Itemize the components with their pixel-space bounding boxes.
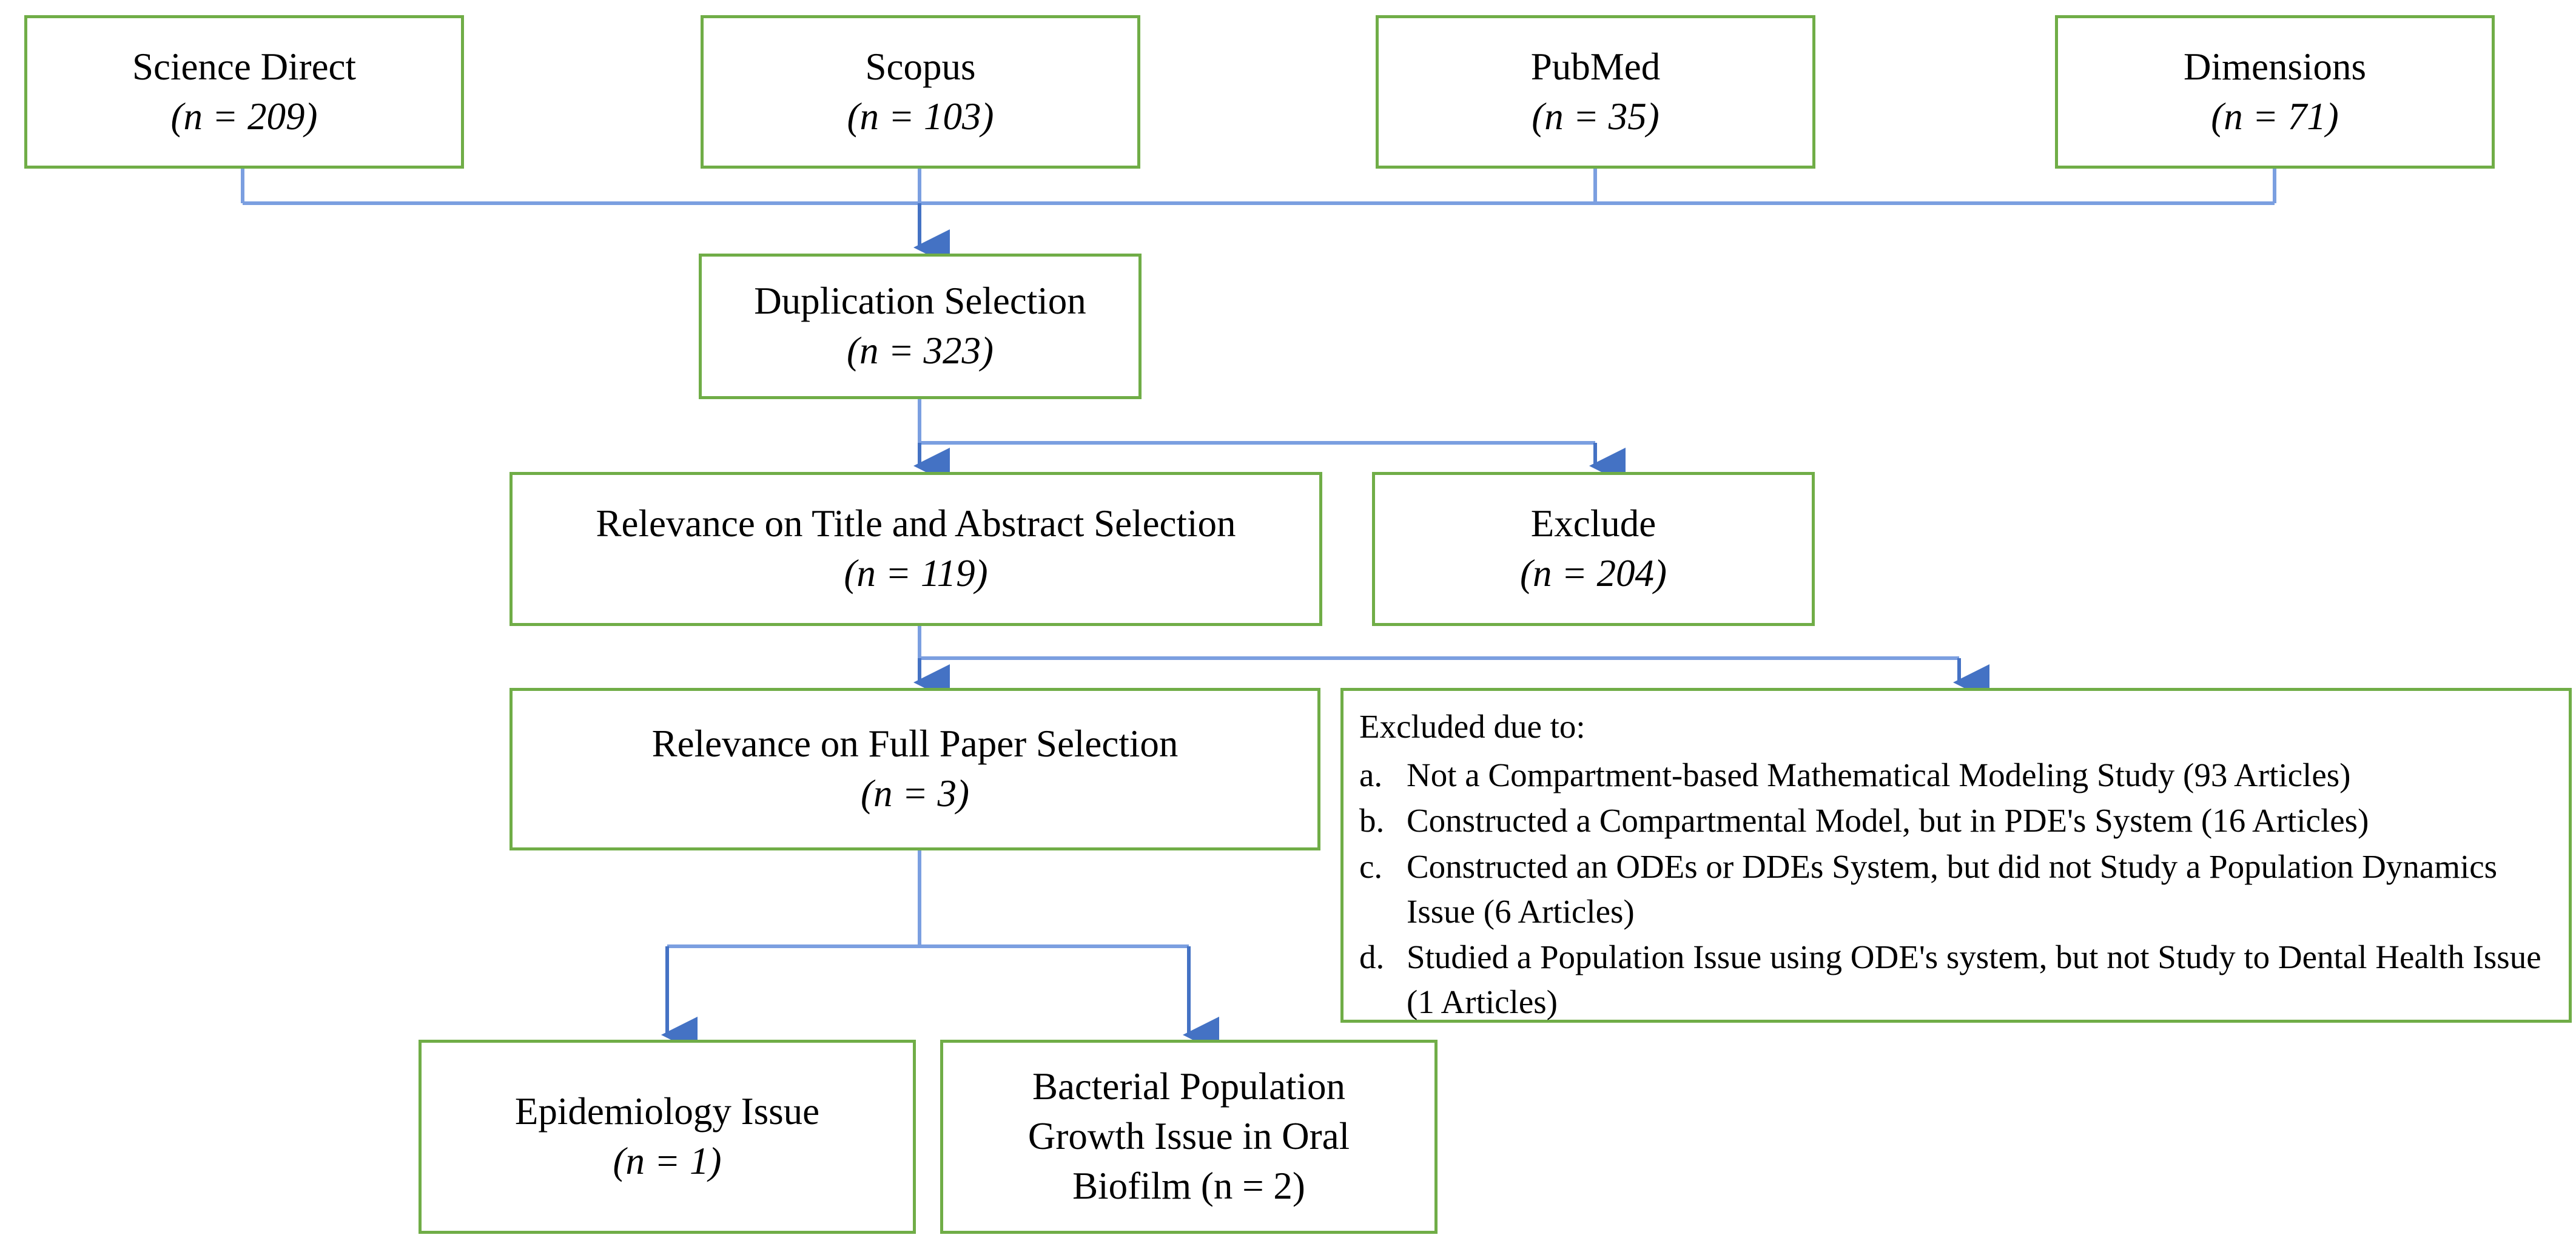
excluded-reason-marker-c: c. bbox=[1359, 848, 1383, 886]
excluded-reason-item: c. Constructed an ODEs or DDEs System, b… bbox=[1359, 844, 2553, 934]
exclude-box[interactable]: Exclude (n = 204) bbox=[1372, 472, 1815, 626]
outcome-box-epidemiology[interactable]: Epidemiology Issue (n = 1) bbox=[419, 1040, 916, 1234]
source-box-scopus[interactable]: Scopus (n = 103) bbox=[701, 15, 1140, 169]
full-paper-count: (n = 3) bbox=[861, 772, 969, 815]
excluded-reason-text-a: Not a Compartment-based Mathematical Mod… bbox=[1407, 756, 2351, 793]
duplication-label: Duplication Selection bbox=[754, 280, 1086, 323]
exclude-count: (n = 204) bbox=[1520, 552, 1667, 594]
source-box-pubmed[interactable]: PubMed (n = 35) bbox=[1376, 15, 1815, 169]
excluded-reason-marker-d: d. bbox=[1359, 938, 1385, 976]
full-paper-label: Relevance on Full Paper Selection bbox=[651, 722, 1179, 766]
excluded-reason-text-b: Constructed a Compartmental Model, but i… bbox=[1407, 802, 2369, 840]
outcome-label-bacterial-line2: Growth Issue in Oral bbox=[1027, 1115, 1350, 1158]
excluded-reason-text-d: Studied a Population Issue using ODE's s… bbox=[1407, 938, 2541, 1021]
source-label-pubmed: PubMed bbox=[1530, 45, 1661, 88]
full-paper-selection-box[interactable]: Relevance on Full Paper Selection (n = 3… bbox=[509, 688, 1320, 850]
excluded-due-to-heading: Excluded due to: bbox=[1359, 708, 1586, 745]
excluded-reason-marker-a: a. bbox=[1359, 756, 1383, 793]
source-count-scopus: (n = 103) bbox=[847, 95, 994, 138]
duplication-selection-box[interactable]: Duplication Selection (n = 323) bbox=[699, 254, 1142, 399]
title-abstract-label: Relevance on Title and Abstract Selectio… bbox=[596, 502, 1236, 545]
outcome-label-bacterial-line3: Biofilm (n = 2) bbox=[1072, 1164, 1305, 1207]
outcome-label-bacterial-line1: Bacterial Population bbox=[1032, 1065, 1346, 1108]
outcome-box-bacterial-biofilm[interactable]: Bacterial Population Growth Issue in Ora… bbox=[940, 1040, 1438, 1234]
excluded-due-to-box[interactable]: Excluded due to: a. Not a Compartment-ba… bbox=[1340, 688, 2572, 1023]
duplication-count: (n = 323) bbox=[847, 329, 994, 372]
source-count-pubmed: (n = 35) bbox=[1532, 95, 1660, 138]
excluded-reason-marker-b: b. bbox=[1359, 802, 1385, 840]
exclude-label: Exclude bbox=[1530, 502, 1656, 545]
source-count-science-direct: (n = 209) bbox=[170, 95, 318, 138]
outcome-count-epidemiology: (n = 1) bbox=[613, 1140, 722, 1182]
title-abstract-selection-box[interactable]: Relevance on Title and Abstract Selectio… bbox=[509, 472, 1322, 626]
excluded-reason-text-c: Constructed an ODEs or DDEs System, but … bbox=[1407, 848, 2498, 930]
source-count-dimensions: (n = 71) bbox=[2211, 95, 2339, 138]
excluded-reason-item: a. Not a Compartment-based Mathematical … bbox=[1359, 753, 2553, 798]
excluded-reason-item: b. Constructed a Compartmental Model, bu… bbox=[1359, 798, 2553, 843]
source-label-dimensions: Dimensions bbox=[2183, 45, 2366, 88]
source-box-dimensions[interactable]: Dimensions (n = 71) bbox=[2055, 15, 2495, 169]
outcome-label-epidemiology: Epidemiology Issue bbox=[514, 1090, 820, 1133]
title-abstract-count: (n = 119) bbox=[844, 552, 988, 594]
excluded-reason-item: d. Studied a Population Issue using ODE'… bbox=[1359, 935, 2553, 1024]
source-label-scopus: Scopus bbox=[865, 45, 976, 88]
source-box-science-direct[interactable]: Science Direct (n = 209) bbox=[24, 15, 464, 169]
source-label-science-direct: Science Direct bbox=[132, 45, 357, 88]
